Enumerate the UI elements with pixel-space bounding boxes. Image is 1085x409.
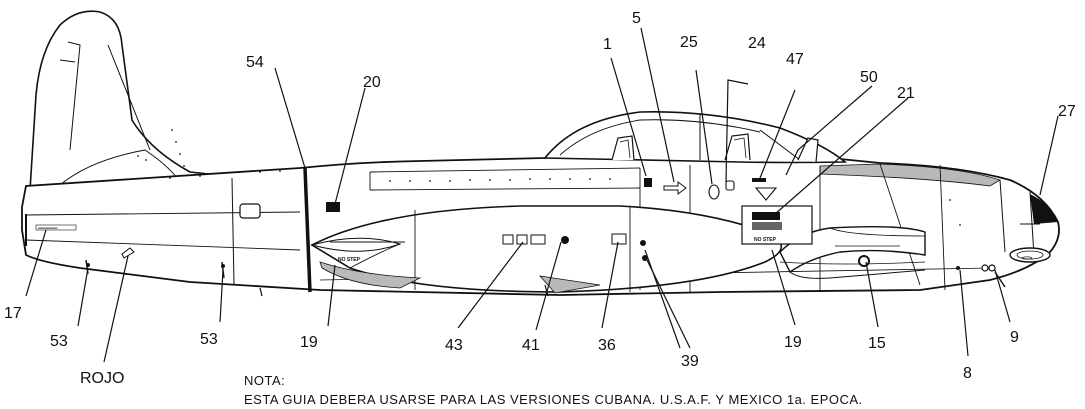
callout-24: 24 <box>748 35 766 52</box>
nose-hatch-band <box>819 163 1001 187</box>
note-text: ESTA GUIA DEBERA USARSE PARA LAS VERSION… <box>244 392 863 404</box>
callout-36: 36 <box>598 337 616 354</box>
callout-47: 47 <box>786 51 804 68</box>
tail-access-panel <box>239 203 261 219</box>
callout-21: 21 <box>897 85 915 102</box>
no-step-stencil-fuselage: NO STEP <box>754 237 777 243</box>
tail-fin <box>29 10 281 191</box>
step-hatch <box>752 212 782 230</box>
callout-25: 25 <box>680 34 698 51</box>
callout-15: 15 <box>868 335 886 352</box>
intake <box>779 225 926 274</box>
no-step-stencil-tank: NO STEP <box>338 257 361 263</box>
callout-8: 8 <box>963 365 972 382</box>
leader-lines <box>25 27 1059 363</box>
callout-19-left: 19 <box>300 334 318 351</box>
callout-54: 54 <box>246 54 264 71</box>
note-label: NOTA: <box>244 373 285 388</box>
callout-5: 5 <box>632 10 641 27</box>
fuselage-placard-20 <box>326 202 340 212</box>
callout-19-right: 19 <box>784 334 802 351</box>
callout-17: 17 <box>4 305 22 322</box>
nose-cone-black <box>1030 194 1058 224</box>
panel-15-fastener <box>858 255 870 267</box>
callout-39: 39 <box>681 353 699 370</box>
callout-50: 50 <box>860 69 878 86</box>
callout-20: 20 <box>363 74 381 91</box>
callout-9: 9 <box>1010 329 1019 346</box>
callout-rojo: ROJO <box>80 370 124 387</box>
svg-text:━━━━━━━━: ━━━━━━━━ <box>37 226 58 231</box>
nose-light <box>1009 247 1051 263</box>
callout-43: 43 <box>445 337 463 354</box>
callout-53-left: 53 <box>50 333 68 350</box>
callout-1: 1 <box>603 36 612 53</box>
callout-53-right: 53 <box>200 331 218 348</box>
callout-27: 27 <box>1058 103 1076 120</box>
callout-41: 41 <box>522 337 540 354</box>
wingtip-tank <box>310 205 783 293</box>
